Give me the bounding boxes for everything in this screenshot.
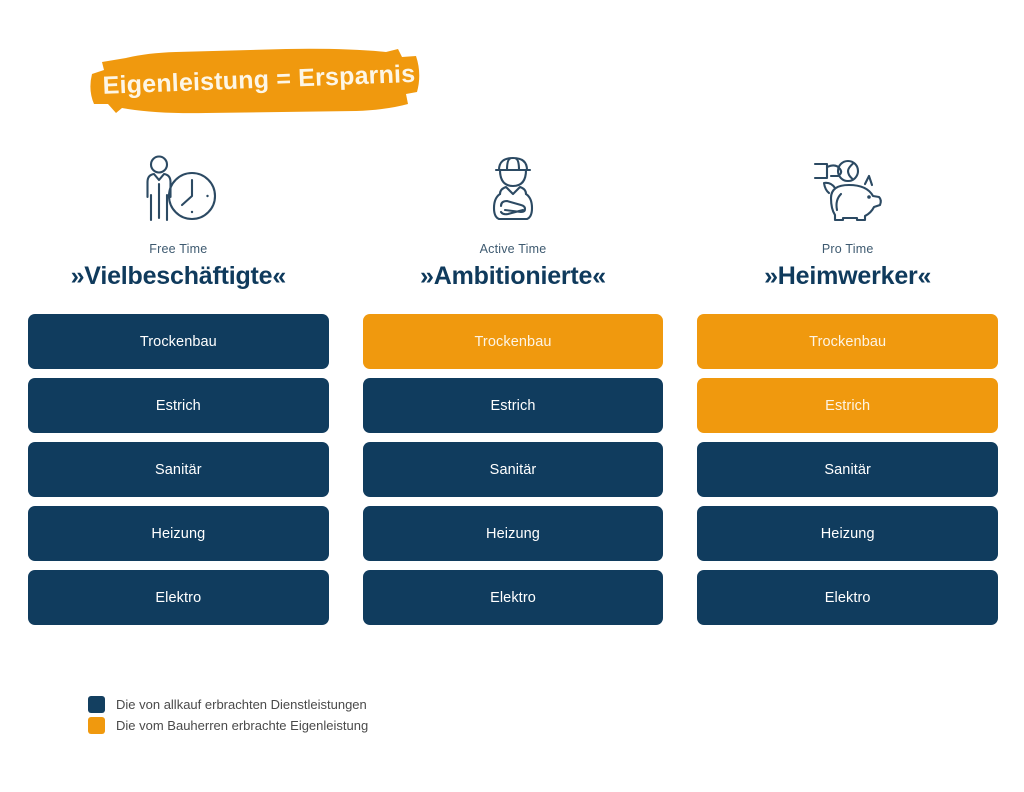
column-header-1: Free Time »Vielbeschäftigte« <box>28 152 329 291</box>
column-eyebrow: Free Time <box>149 242 208 256</box>
column-header-2: Active Time »Ambitionierte« <box>363 152 664 291</box>
bar-item: Elektro <box>697 570 999 625</box>
bar-item: Heizung <box>697 506 999 561</box>
bar-matrix: Trockenbau Estrich Sanitär Heizung Elekt… <box>28 314 999 625</box>
bar-item: Estrich <box>28 378 329 433</box>
column-title: »Ambitionierte« <box>420 262 606 290</box>
column-title: »Vielbeschäftigte« <box>70 262 287 290</box>
person-clock-icon <box>135 152 221 224</box>
column-title: »Heimwerker« <box>764 262 932 290</box>
legend-swatch-navy <box>88 696 105 713</box>
piggy-bank-icon <box>807 152 889 224</box>
banner-brushstroke-shape <box>90 48 420 114</box>
legend-swatch-orange <box>88 717 105 734</box>
legend-row: Die von allkauf erbrachten Dienstleistun… <box>88 696 368 713</box>
bar-item: Estrich <box>362 378 664 433</box>
legend-row: Die vom Bauherren erbrachte Eigenleistun… <box>88 717 368 734</box>
bar-item: Heizung <box>362 506 664 561</box>
bar-item: Estrich <box>697 378 999 433</box>
bar-item: Elektro <box>362 570 664 625</box>
bar-item: Sanitär <box>28 442 329 497</box>
column-eyebrow: Active Time <box>479 242 547 256</box>
legend: Die von allkauf erbrachten Dienstleistun… <box>88 696 368 734</box>
column-eyebrow: Pro Time <box>821 242 874 256</box>
legend-label: Die vom Bauherren erbrachte Eigenleistun… <box>116 718 369 733</box>
legend-label: Die von allkauf erbrachten Dienstleistun… <box>116 697 367 712</box>
bar-column-1: Trockenbau Estrich Sanitär Heizung Elekt… <box>28 314 329 625</box>
bar-item: Elektro <box>28 570 329 625</box>
bar-item: Sanitär <box>362 442 664 497</box>
banner: Eigenleistung = Ersparnis <box>86 44 426 116</box>
bar-item: Trockenbau <box>28 314 329 369</box>
bar-item: Sanitär <box>697 442 999 497</box>
column-header-3: Pro Time »Heimwerker« <box>697 152 998 291</box>
bar-item: Trockenbau <box>697 314 999 369</box>
bar-column-2: Trockenbau Estrich Sanitär Heizung Elekt… <box>362 314 664 625</box>
bar-item: Trockenbau <box>362 314 664 369</box>
bar-item: Heizung <box>28 506 329 561</box>
column-headers: Free Time »Vielbeschäftigte« Active Time… <box>28 152 998 291</box>
bar-column-3: Trockenbau Estrich Sanitär Heizung Elekt… <box>697 314 999 625</box>
worker-helmet-icon <box>477 152 549 224</box>
banner-title: Eigenleistung = Ersparnis <box>102 59 416 100</box>
